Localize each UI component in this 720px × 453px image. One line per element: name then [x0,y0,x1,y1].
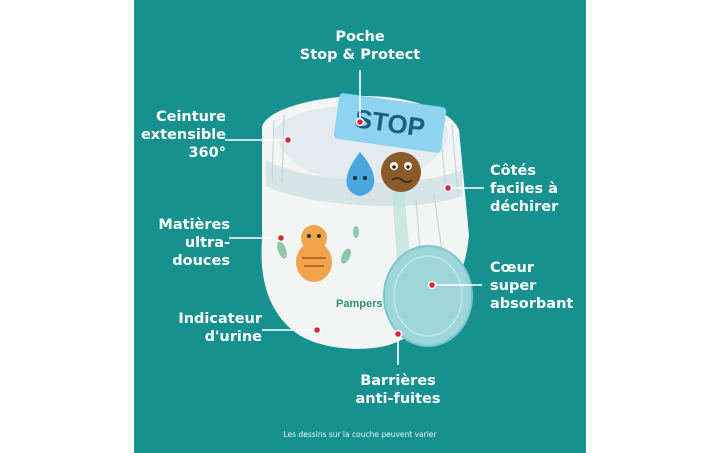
label-coeur: Cœur super absorbant [490,260,574,312]
footnote: Les dessins sur la couche peuvent varier [283,430,437,439]
tiger-print-icon [296,225,332,282]
callout-lines [225,70,484,365]
brown-character-icon [381,152,421,192]
leaf-icons [277,226,359,264]
stop-pocket [333,93,447,153]
label-matieres: Matières ultra- douces [158,217,230,269]
callout-dots [276,117,453,339]
label-poche: Poche Stop & Protect [299,29,421,63]
label-ceinture: Ceinture extensible 360° [140,109,226,161]
feature-panel: STOP Pampers [134,0,586,453]
label-indicateur: Indicateur d'urine [178,311,262,345]
label-barrieres: Barrières anti-fuites [355,373,441,407]
diaper-illustration: STOP Pampers [225,70,484,365]
brand-logo: Pampers [336,298,382,310]
label-cotes: Côtés faciles à déchirer [490,163,559,215]
absorbent-core [383,245,473,347]
water-drop-icon [346,152,375,196]
